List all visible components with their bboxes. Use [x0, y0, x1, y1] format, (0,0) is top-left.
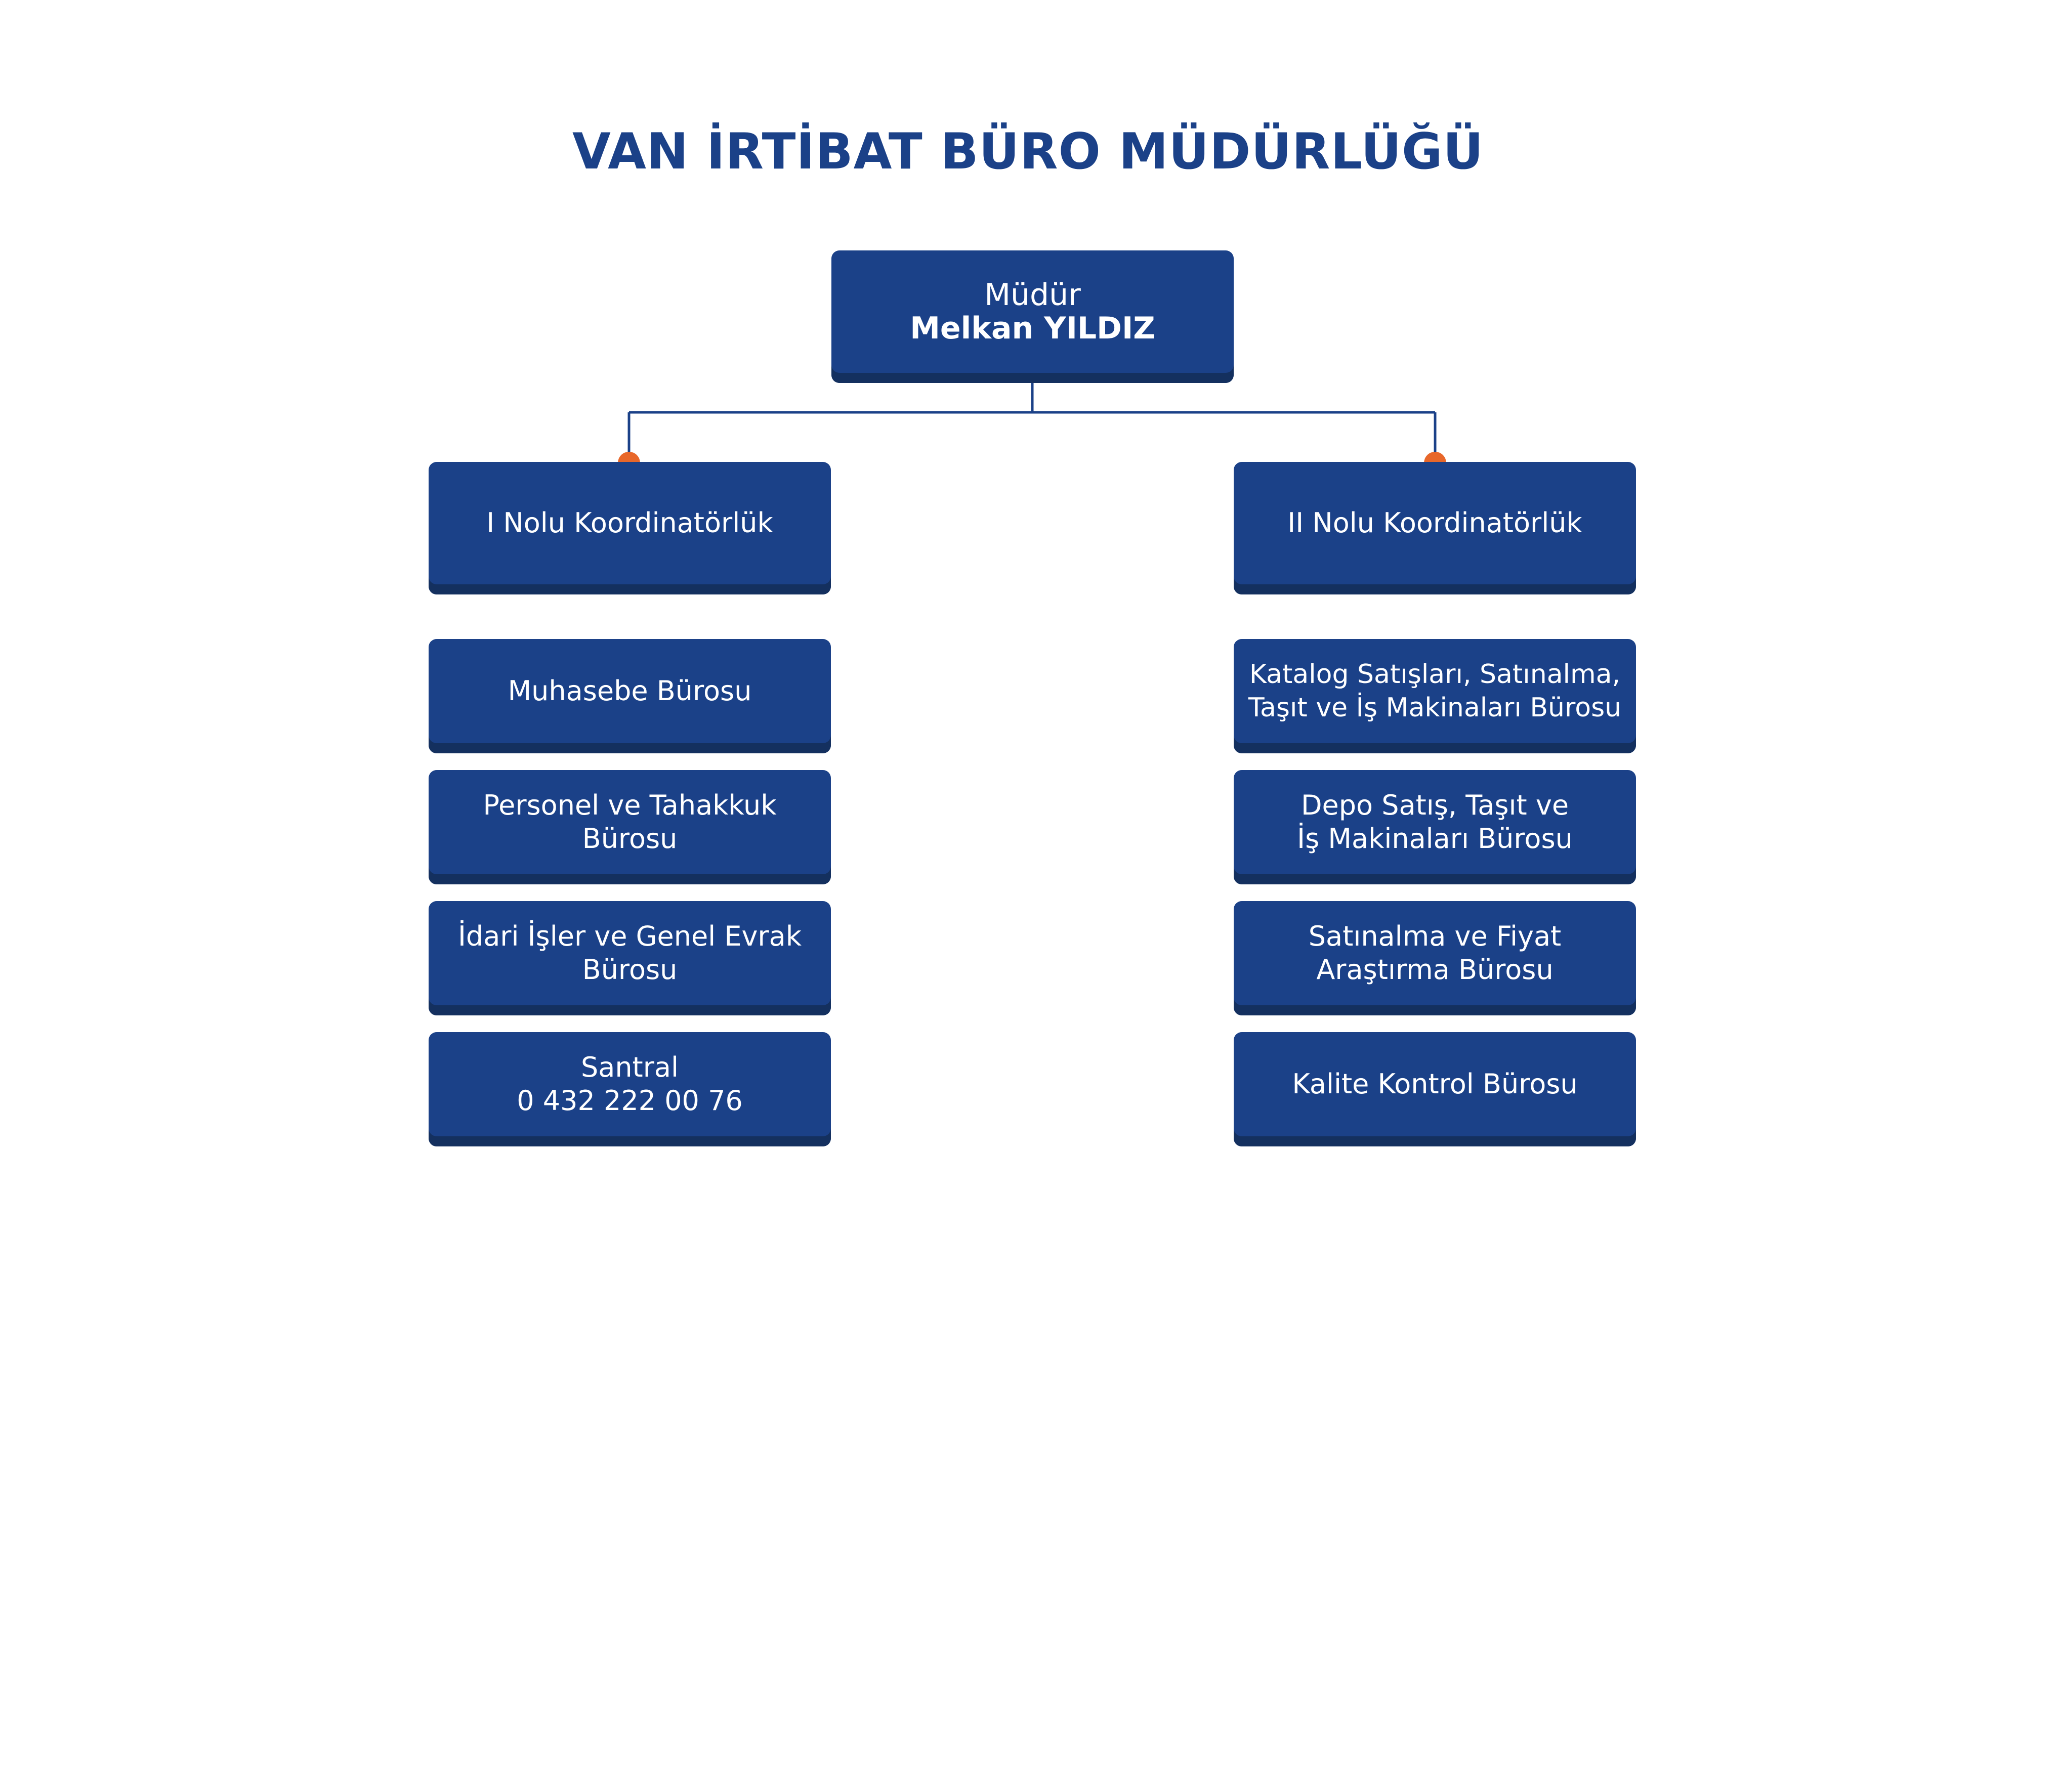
- coordinator-label: I Nolu Koordinatörlük: [486, 507, 773, 539]
- office-label-line-2: Bürosu: [582, 823, 678, 855]
- office-box-depo: Depo Satış, Taşıt ve İş Makinaları Büros…: [1234, 770, 1636, 884]
- office-label-line-1: Santral: [580, 1051, 679, 1083]
- coordinator-box-1: I Nolu Koordinatörlük: [429, 462, 831, 594]
- office-box-muhasebe: Muhasebe Bürosu: [429, 639, 831, 753]
- coordinator-label: II Nolu Koordinatörlük: [1287, 507, 1582, 539]
- office-box-idari: İdari İşler ve Genel Evrak Bürosu: [429, 901, 831, 1015]
- director-box: Müdür Melkan YILDIZ: [831, 250, 1234, 383]
- office-label-line-2: Bürosu: [582, 954, 678, 986]
- office-label-line-2: Araştırma Bürosu: [1316, 954, 1554, 986]
- office-label-line-1: Personel ve Tahakkuk: [483, 789, 777, 821]
- office-label-line-1: İdari İşler ve Genel Evrak: [458, 920, 802, 952]
- office-label: Kalite Kontrol Bürosu: [1292, 1068, 1578, 1100]
- office-phone: 0 432 222 00 76: [517, 1085, 743, 1117]
- office-box-satinalma: Satınalma ve Fiyat Araştırma Bürosu: [1234, 901, 1636, 1015]
- office-label-line-2: Taşıt ve İş Makinaları Bürosu: [1248, 693, 1622, 723]
- coordinator-box-2: II Nolu Koordinatörlük: [1234, 462, 1636, 594]
- office-label-line-1: Depo Satış, Taşıt ve: [1300, 789, 1569, 821]
- office-label-line-1: Satınalma ve Fiyat: [1308, 920, 1562, 952]
- director-role: Müdür: [984, 277, 1081, 313]
- director-name: Melkan YILDIZ: [910, 311, 1155, 346]
- office-label-line-1: Katalog Satışları, Satınalma,: [1249, 659, 1621, 690]
- office-label: Muhasebe Bürosu: [508, 675, 752, 707]
- office-box-personel: Personel ve Tahakkuk Bürosu: [429, 770, 831, 884]
- page-title: VAN İRTİBAT BÜRO MÜDÜRLÜĞÜ: [572, 123, 1484, 181]
- office-label-line-2: İş Makinaları Bürosu: [1297, 823, 1573, 855]
- office-box-katalog: Katalog Satışları, Satınalma, Taşıt ve İ…: [1234, 639, 1636, 753]
- office-box-santral: Santral 0 432 222 00 76: [429, 1032, 831, 1146]
- office-box-kalite: Kalite Kontrol Bürosu: [1234, 1032, 1636, 1146]
